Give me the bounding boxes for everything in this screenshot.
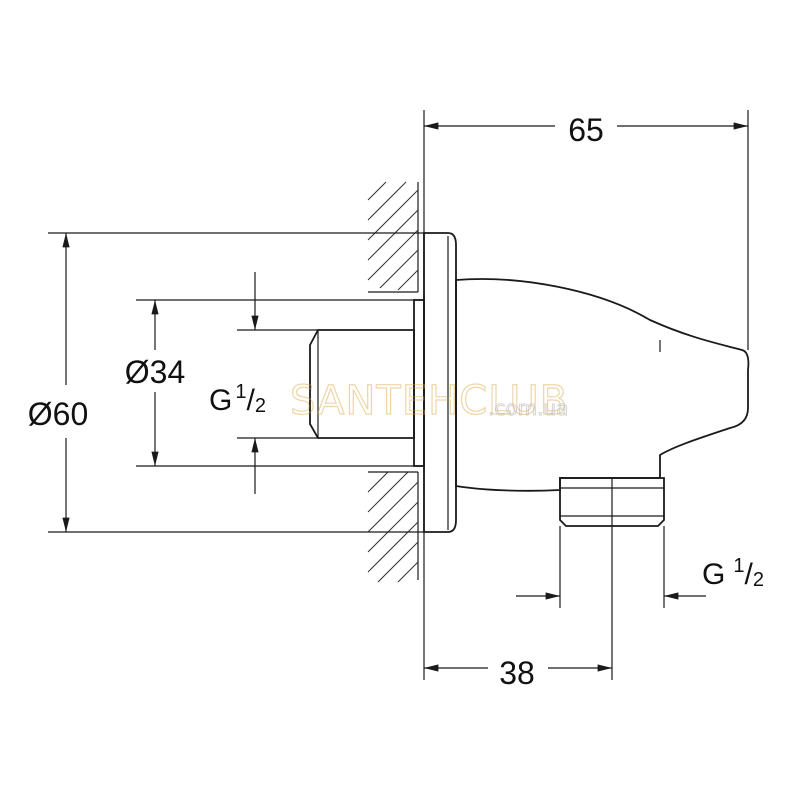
dimension-outlet-thread xyxy=(516,526,706,608)
inlet-thread-letter: G xyxy=(209,384,232,417)
outlet-thread-letter: G xyxy=(702,558,725,591)
label-outlet-offset: 38 xyxy=(499,655,535,691)
outlet-thread-numerator: 1 xyxy=(733,555,744,577)
watermark-domain: .com.ua xyxy=(488,396,568,420)
dimension-overall-length xyxy=(423,110,749,680)
label-overall-length: 65 xyxy=(568,112,604,148)
dimension-outlet-offset xyxy=(424,478,613,680)
outlet-thread-denominator: 2 xyxy=(753,569,764,591)
flange xyxy=(423,232,457,533)
label-flange-diameter: Ø60 xyxy=(28,396,88,432)
dimension-flange-diameter xyxy=(48,232,424,533)
dimension-inlet-thread xyxy=(237,272,318,494)
dimension-inlet-diameter xyxy=(136,299,424,467)
watermark-brand: SANTEHCLUB xyxy=(290,378,568,424)
label-inlet-diameter: Ø34 xyxy=(125,354,185,390)
wall-hatching xyxy=(367,181,419,583)
inlet-thread-denominator: 2 xyxy=(255,395,266,417)
inlet-thread-numerator: 1 xyxy=(235,381,246,403)
